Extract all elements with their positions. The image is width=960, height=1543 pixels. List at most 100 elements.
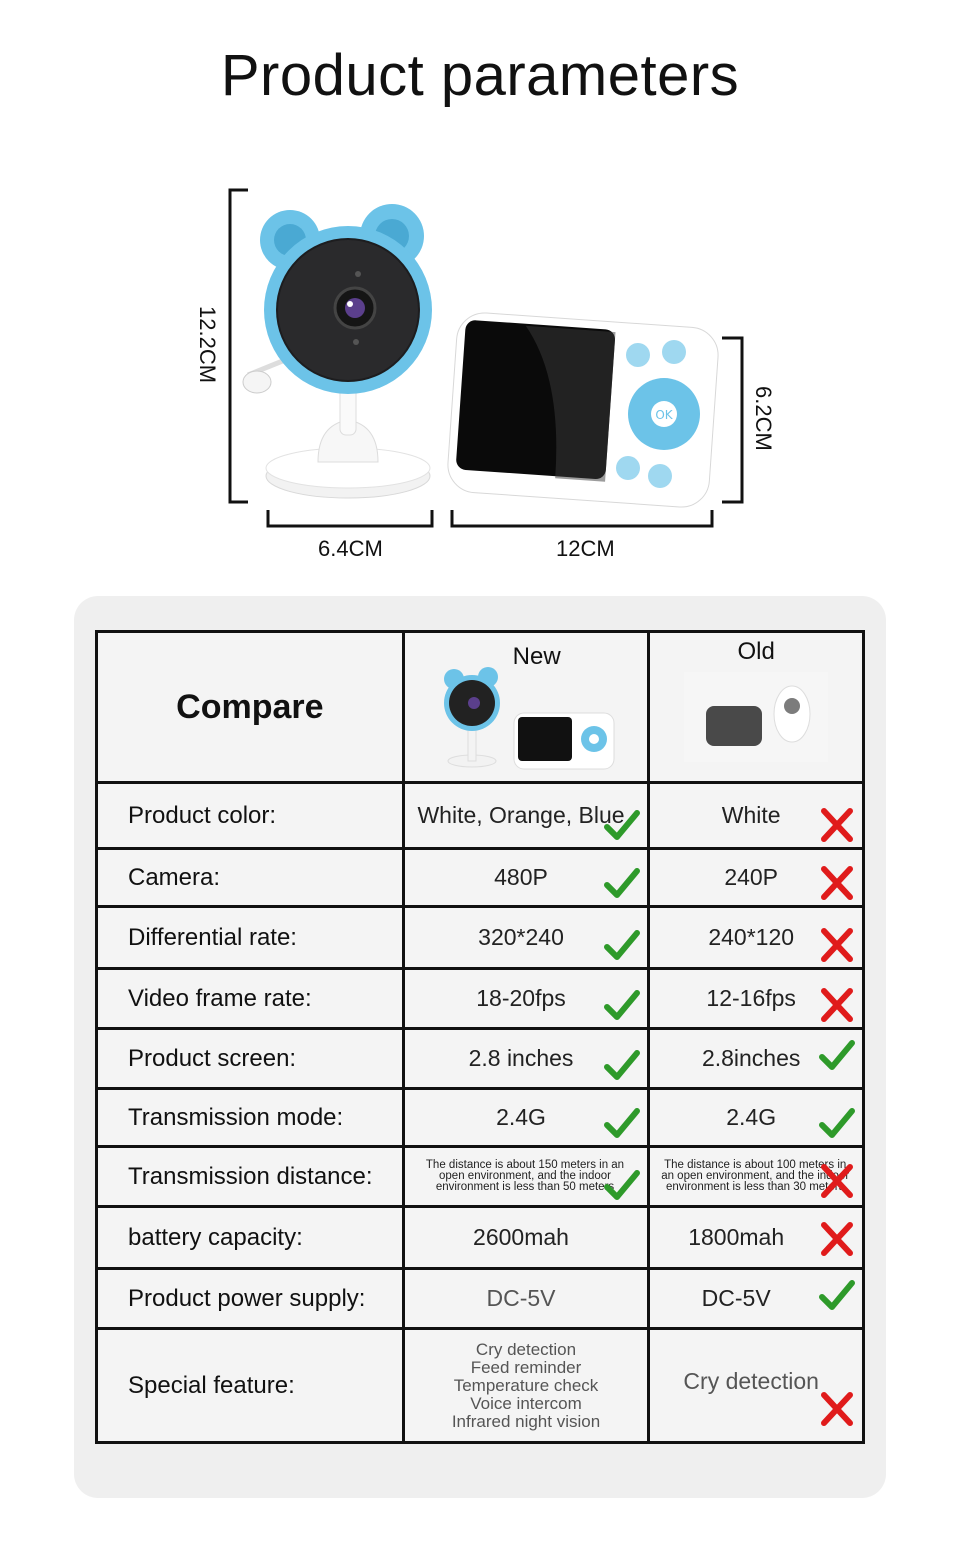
feature-item: Temperature check <box>453 1375 599 1395</box>
old-value-cell: 1800mah <box>647 1205 865 1270</box>
old-value: White <box>721 802 781 828</box>
old-features-cell: Cry detection <box>647 1327 865 1444</box>
feature-item: Voice intercom <box>470 1393 582 1413</box>
table-row: Camera: 480P 240P <box>95 847 865 908</box>
new-value: DC-5V <box>486 1285 556 1311</box>
check-icon <box>819 1108 855 1138</box>
old-value: 12-16fps <box>706 985 796 1011</box>
check-icon <box>819 1280 855 1310</box>
row-label: Camera: <box>95 847 405 908</box>
new-product-thumbnail <box>444 667 615 770</box>
feature-item: Cry detection <box>475 1339 577 1359</box>
old-value-cell: 240*120 <box>647 905 865 970</box>
row-label: Special feature: <box>95 1327 405 1444</box>
cross-icon <box>821 808 853 842</box>
table-row: Differential rate: 320*240 240*120 <box>95 905 865 970</box>
old-value: DC-5V <box>701 1285 771 1311</box>
product-illustration: OK 12.2CM 6.4CM 12CM 6.2CM <box>0 180 960 580</box>
cross-icon <box>821 1164 853 1198</box>
cross-icon <box>821 928 853 962</box>
table-row: Product color: White, Orange, Blue White <box>95 781 865 850</box>
new-value-cell: 2.4G <box>401 1087 651 1148</box>
old-value: Cry detection <box>683 1368 819 1394</box>
old-value: 240P <box>724 864 779 890</box>
camera-height-label: 12.2CM <box>195 306 220 384</box>
row-label: Product screen: <box>95 1027 405 1090</box>
old-column-label: Old <box>737 638 775 665</box>
table-row: Transmission mode: 2.4G 2.4G <box>95 1087 865 1148</box>
monitor-width-label: 12CM <box>556 536 615 561</box>
new-value-cell: DC-5V <box>401 1267 651 1330</box>
new-value: 480P <box>494 864 548 890</box>
cross-icon <box>821 988 853 1022</box>
row-label: Differential rate: <box>95 905 405 970</box>
old-value: 2.8inches <box>701 1045 801 1071</box>
check-icon <box>604 868 641 898</box>
table-row: Transmission distance: The distance is a… <box>95 1145 865 1208</box>
old-value-cell: The distance is about 100 meters in an o… <box>647 1145 865 1208</box>
table-row: Special feature: Cry detection Feed remi… <box>95 1327 865 1444</box>
old-value-cell: White <box>647 781 865 850</box>
svg-text:OK: OK <box>655 408 673 422</box>
monitor-height-label: 6.2CM <box>751 386 776 451</box>
comparison-table: Compare New Old <box>95 630 865 1444</box>
check-icon <box>604 930 641 960</box>
new-value: The distance is about 150 meters in an o… <box>425 1159 625 1193</box>
check-icon <box>604 1050 641 1080</box>
check-icon <box>819 1040 855 1070</box>
old-value: 240*120 <box>708 924 795 950</box>
row-label: Video frame rate: <box>95 967 405 1030</box>
table-row: battery capacity: 2600mah 1800mah <box>95 1205 865 1270</box>
old-product-thumbnail <box>684 672 829 762</box>
feature-item: Infrared night vision <box>451 1411 601 1431</box>
old-value-cell: 240P <box>647 847 865 908</box>
old-value: 2.4G <box>726 1104 777 1130</box>
table-row: Video frame rate: 18-20fps 12-16fps <box>95 967 865 1030</box>
new-column-label: New <box>512 643 561 670</box>
old-value: 1800mah <box>688 1224 785 1250</box>
row-label: Product color: <box>95 781 405 850</box>
table-row: Product power supply: DC-5V DC-5V <box>95 1267 865 1330</box>
new-value: 2600mah <box>473 1224 569 1250</box>
new-value-cell: 480P <box>401 847 651 908</box>
new-product-header: New <box>401 630 651 784</box>
row-label: Transmission distance: <box>95 1145 405 1208</box>
check-icon <box>604 810 641 840</box>
camera-width-label: 6.4CM <box>318 536 383 561</box>
new-value-cell: 320*240 <box>401 905 651 970</box>
new-value-cell: The distance is about 150 meters in an o… <box>401 1145 651 1208</box>
cross-icon <box>821 866 853 900</box>
new-value: 2.8 inches <box>468 1045 574 1071</box>
old-value-cell: DC-5V <box>647 1267 865 1330</box>
compare-heading: Compare <box>95 630 405 784</box>
check-icon <box>604 1108 641 1138</box>
old-value: The distance is about 100 meters in an o… <box>661 1159 850 1193</box>
new-value-cell: White, Orange, Blue <box>401 781 651 850</box>
new-value: White, Orange, Blue <box>417 802 625 828</box>
table-row: Product screen: 2.8 inches 2.8inches <box>95 1027 865 1090</box>
table-header-row: Compare New Old <box>95 630 865 784</box>
new-value-cell: 18-20fps <box>401 967 651 1030</box>
feature-item: Feed reminder <box>470 1357 582 1377</box>
monitor-image: OK <box>447 312 719 508</box>
row-label: Transmission mode: <box>95 1087 405 1148</box>
new-value: 2.4G <box>496 1104 546 1130</box>
cross-icon <box>821 1392 853 1426</box>
check-icon <box>604 990 641 1020</box>
new-features-cell: Cry detection Feed reminder Temperature … <box>401 1327 651 1444</box>
old-value-cell: 12-16fps <box>647 967 865 1030</box>
old-value-cell: 2.4G <box>647 1087 865 1148</box>
row-label: Product power supply: <box>95 1267 405 1330</box>
old-value-cell: 2.8inches <box>647 1027 865 1090</box>
camera-image <box>242 204 432 499</box>
new-value: 18-20fps <box>476 985 566 1011</box>
row-label: battery capacity: <box>95 1205 405 1270</box>
new-value-cell: 2.8 inches <box>401 1027 651 1090</box>
new-value: 320*240 <box>478 924 564 950</box>
check-icon <box>604 1170 641 1200</box>
page-title: Product parameters <box>220 43 740 108</box>
cross-icon <box>821 1222 853 1256</box>
new-value-cell: 2600mah <box>401 1205 651 1270</box>
old-product-header: Old <box>647 630 865 784</box>
product-dimensions-diagram: OK <box>228 188 744 528</box>
